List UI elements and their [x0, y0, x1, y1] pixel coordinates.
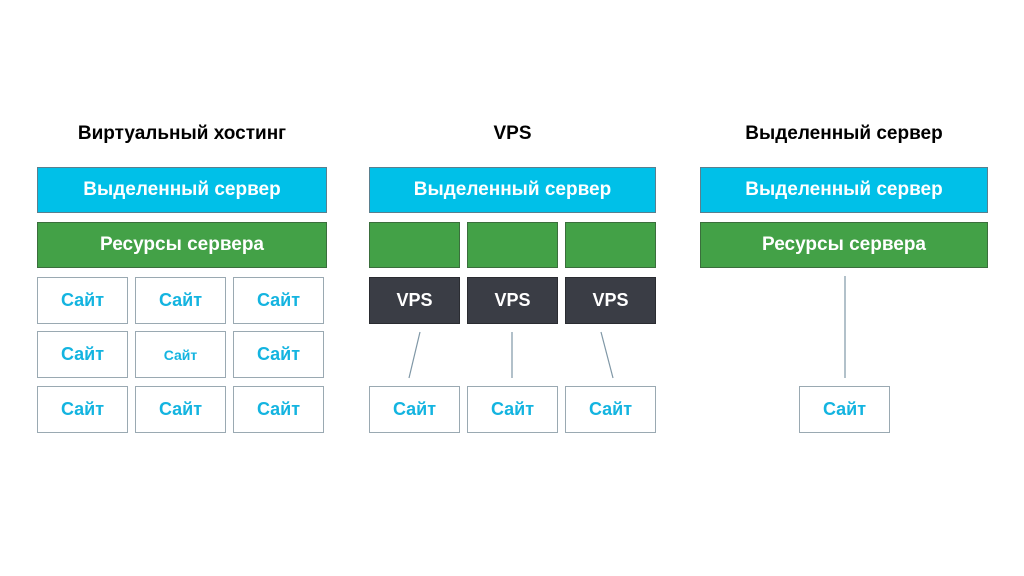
shared-site-box: Сайт [37, 386, 128, 433]
shared-site-box: Сайт [135, 277, 226, 324]
vps-connector-line [600, 331, 614, 379]
shared-site-box: Сайт [233, 386, 324, 433]
vps-resources-block [369, 222, 460, 268]
vps-server-box: Выделенный сервер [369, 167, 656, 213]
dedicated-resources-box: Ресурсы сервера [700, 222, 988, 268]
vps-resources-block [565, 222, 656, 268]
vps-instance-box: VPS [565, 277, 656, 324]
shared-site-box: Сайт [233, 331, 324, 378]
vps-instance-box: VPS [369, 277, 460, 324]
heading-vps: VPS [493, 123, 532, 144]
shared-resources-box: Ресурсы сервера [37, 222, 327, 268]
vps-site-box: Сайт [369, 386, 460, 433]
vps-connector-line [408, 331, 421, 379]
vps-instance-box: VPS [467, 277, 558, 324]
shared-server-box: Выделенный сервер [37, 167, 327, 213]
dedicated-server-box: Выделенный сервер [700, 167, 988, 213]
heading-dedicated-server: Выделенный сервер [745, 123, 943, 144]
shared-site-box: Сайт [37, 331, 128, 378]
shared-site-box: Сайт [37, 277, 128, 324]
shared-site-box: Сайт [233, 277, 324, 324]
shared-site-box: Сайт [135, 331, 226, 378]
vps-site-box: Сайт [565, 386, 656, 433]
vps-site-box: Сайт [467, 386, 558, 433]
dedicated-site-box: Сайт [799, 386, 890, 433]
vps-resources-block [467, 222, 558, 268]
heading-virtual-hosting: Виртуальный хостинг [77, 123, 287, 144]
shared-site-box: Сайт [135, 386, 226, 433]
